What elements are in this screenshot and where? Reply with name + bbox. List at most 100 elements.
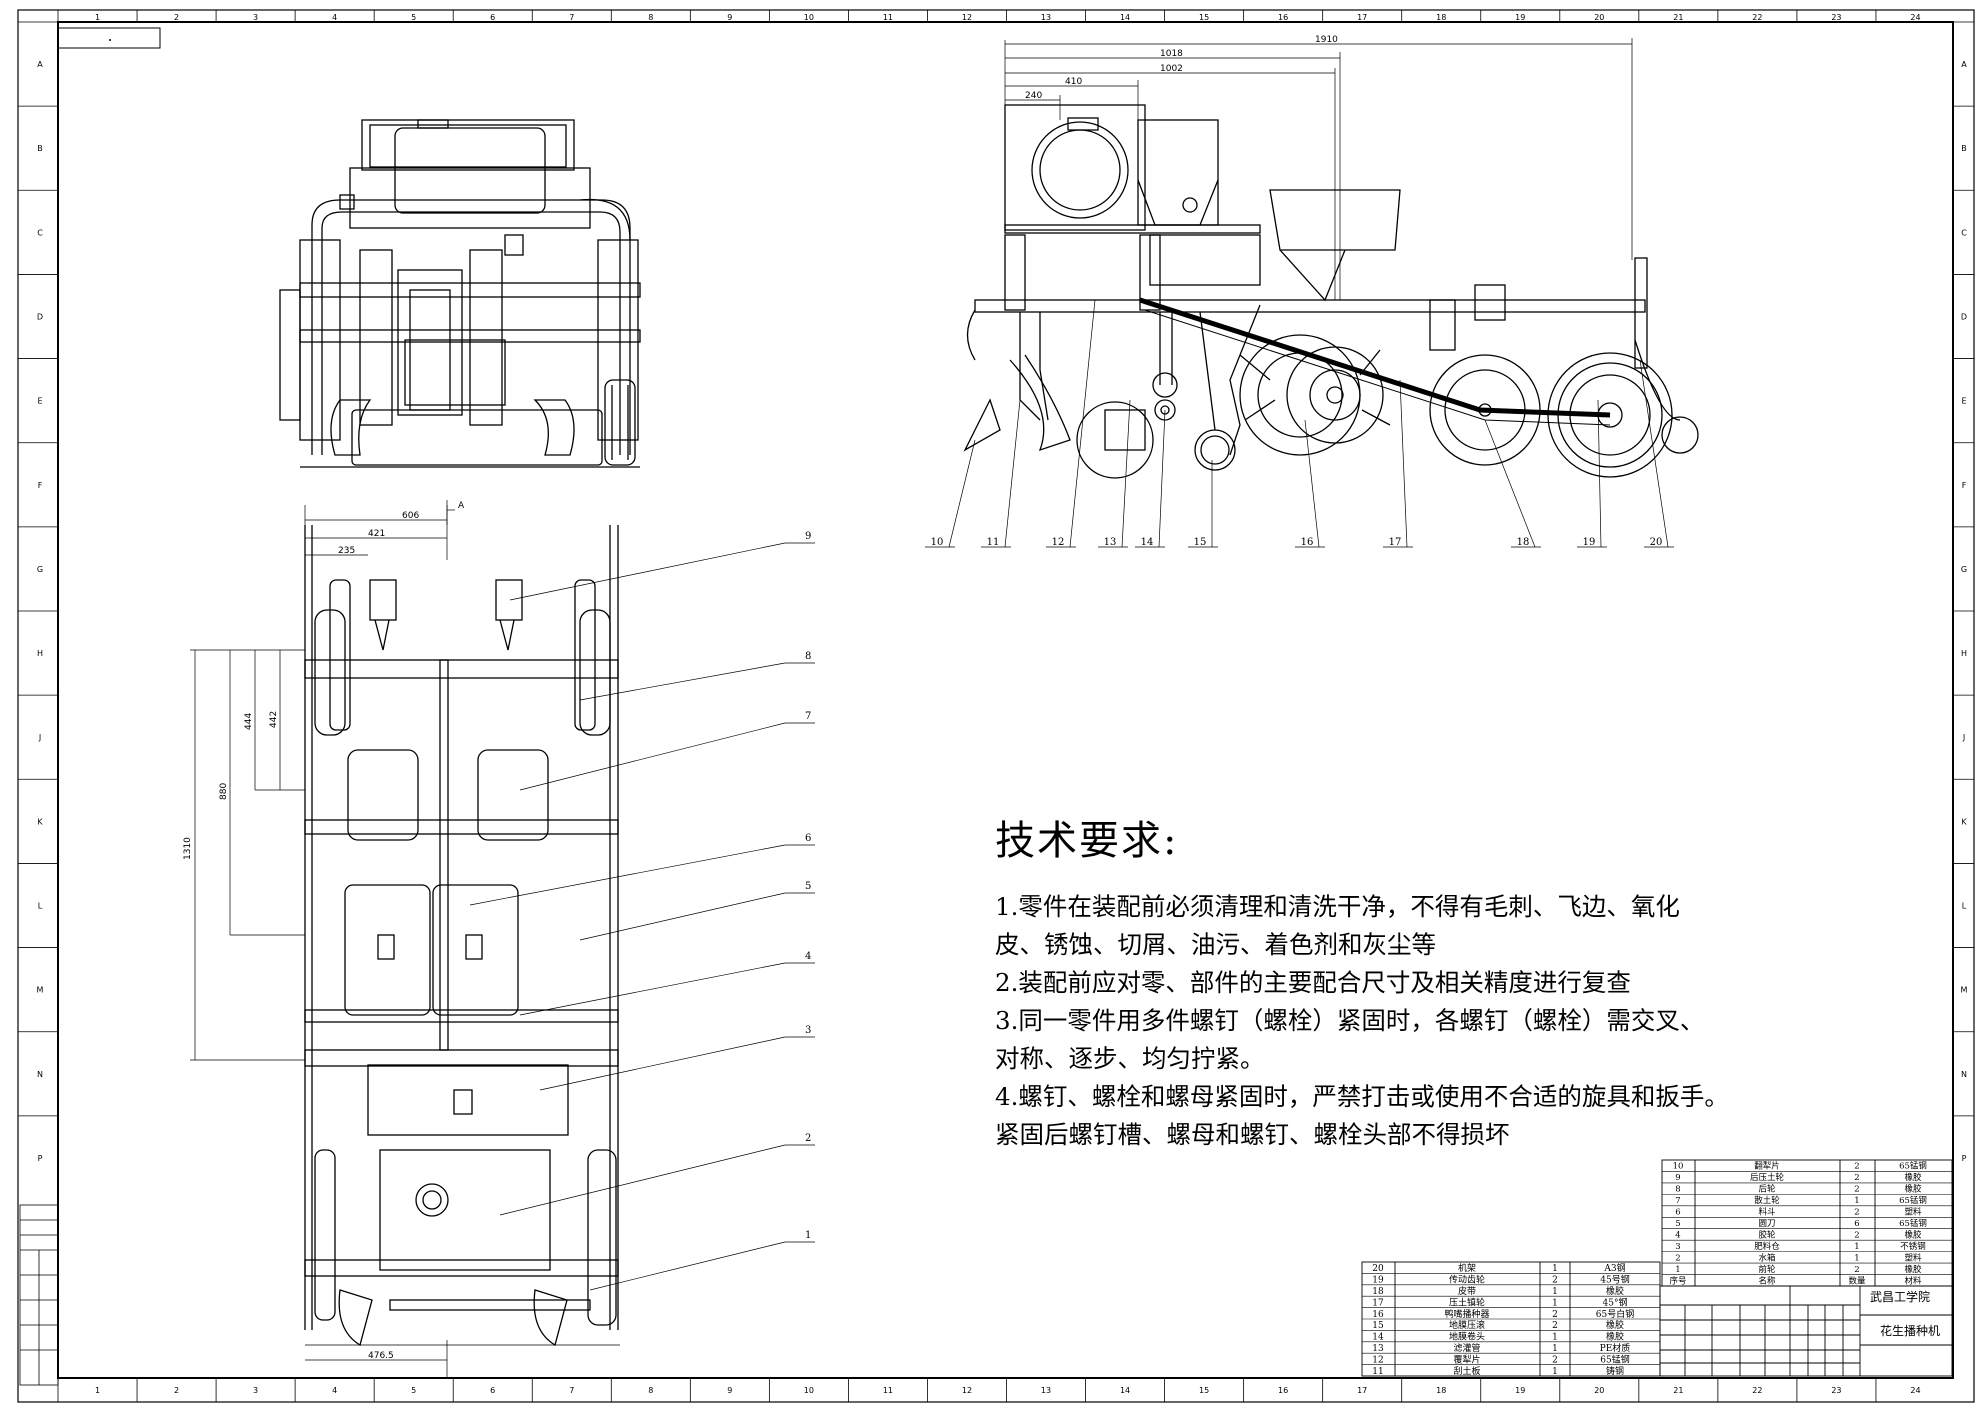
bom-material: A3钢 [1603,1262,1625,1274]
zone-col-label: 3 [253,13,258,22]
zone-col-label: 21 [1673,1386,1683,1395]
side-callout-label: 20 [1650,537,1663,548]
zone-col-label: 8 [648,1386,653,1395]
side-callout-label: 14 [1141,537,1154,548]
zone-col-label: 13 [1041,13,1051,22]
dim-1310: 1310 [183,837,193,860]
zone-row-label: L [1962,902,1967,911]
zone-col-label: 19 [1515,1386,1525,1395]
bom-qty: 2 [1854,1173,1859,1183]
top-callout-label: 4 [805,951,811,962]
bom-material: 橡胶 [1904,1172,1922,1183]
side-callout-label: 11 [987,537,1000,548]
bom-name: 机架 [1458,1262,1476,1274]
bom-material: 65号白钢 [1596,1308,1634,1320]
bom-no: 15 [1372,1321,1384,1331]
bom-no: 12 [1372,1355,1383,1365]
bom-name: 后压土轮 [1750,1172,1785,1183]
bom-qty: 2 [1854,1265,1859,1275]
side-callout-label: 13 [1104,537,1117,548]
bom-name: 皮带 [1458,1285,1476,1297]
tech-line: 3.同一零件用多件螺钉（螺栓）紧固时，各螺钉（螺栓）需交叉、 [995,1006,1705,1035]
bom-name: 圆刀 [1758,1219,1775,1229]
side-callout-label: 17 [1389,537,1402,548]
zone-col-label: 24 [1910,13,1920,22]
bom-material: 橡胶 [1904,1264,1922,1275]
zone-col-label: 5 [411,1386,416,1395]
bom-name: 前轮 [1758,1264,1776,1275]
bom-qty: 2 [1552,1310,1558,1320]
zone-col-label: 11 [883,1386,893,1395]
zone-col-label: 12 [962,13,972,22]
bom-qty: 数量 [1848,1275,1866,1286]
zone-row-label: D [1961,313,1967,322]
zone-col-label: 4 [332,1386,337,1395]
title-block-frame [1659,1285,1953,1377]
dim-880: 880 [219,783,229,800]
bom-no: 17 [1372,1298,1384,1308]
zone-col-label: 22 [1752,13,1762,22]
zone-row-label: M [37,986,44,995]
zone-col-label: 9 [727,13,732,22]
side-callout-label: 15 [1194,537,1207,548]
zone-col-label: 6 [490,1386,495,1395]
zone-col-label: 15 [1199,13,1209,22]
side-dim: 1910 [1315,35,1338,45]
bom-no: 13 [1372,1344,1384,1354]
bom-name: 胶轮 [1758,1229,1776,1240]
title-block-school: 武昌工学院 [1870,1290,1931,1304]
tech-title: 技术要求: [995,818,1179,864]
tech-lines: 1.零件在装配前必须清理和清洗干净，不得有毛刺、飞边、氧化皮、锈蚀、切屑、油污、… [995,888,1875,1154]
dim-444: 444 [244,713,254,730]
bom-name: 翻犁片 [1754,1161,1780,1172]
bom-material: 65锰钢 [1899,1161,1927,1172]
bom-no: 4 [1675,1230,1680,1240]
zone-row-label: N [1961,1070,1967,1079]
bom-material: 45号钢 [1600,1274,1629,1286]
top-left-box [57,27,161,49]
bom-material: 铸钢 [1606,1365,1624,1377]
side-dim: 1018 [1160,49,1183,59]
zone-col-label: 7 [569,1386,574,1395]
bom-material: 橡胶 [1904,1229,1922,1240]
bom-no: 19 [1372,1276,1384,1286]
zone-row-label: E [37,397,42,406]
side-dim: 410 [1065,77,1082,87]
bom-qty: 1 [1552,1344,1558,1354]
bom-no: 3 [1675,1242,1680,1252]
bom-material: 塑料 [1904,1207,1922,1218]
tech-line: 2.装配前应对零、部件的主要配合尺寸及相关精度进行复查 [995,968,1631,997]
top-callout-label: 6 [805,833,811,844]
bom-qty: 2 [1854,1230,1859,1240]
bom-no: 20 [1372,1264,1384,1274]
side-callout-label: 10 [931,537,944,548]
zone-row-label: L [38,902,43,911]
zone-row-label: P [38,1154,43,1163]
zone-col-label: 6 [490,13,495,22]
inner-frame [57,21,1954,1379]
bom-qty: 2 [1854,1208,1859,1218]
dim-421: 421 [368,529,385,539]
bom-qty: 2 [1552,1355,1558,1365]
side-callout-label: 12 [1052,537,1065,548]
zone-col-label: 5 [411,13,416,22]
bom-material: 橡胶 [1606,1331,1624,1343]
zone-col-label: 8 [648,13,653,22]
zone-row-label: G [37,565,43,574]
dim-476-5: 476.5 [368,1351,394,1361]
zone-row-label: A [37,60,43,69]
bom-name: 肥料仓 [1754,1241,1780,1252]
zone-col-label: 1 [95,13,100,22]
zone-row-label: F [38,481,43,490]
bom-no: 10 [1673,1162,1684,1172]
zone-row-label: A [1961,60,1967,69]
tech-line: 紧固后螺钉槽、螺母和螺钉、螺栓头部不得损坏 [995,1120,1510,1149]
zone-col-label: 19 [1515,13,1525,22]
bom-material: 材料 [1904,1275,1922,1286]
bom-name: 覆犁片 [1453,1353,1480,1365]
zone-row-label: P [1962,1154,1967,1163]
top-view [304,525,620,1347]
